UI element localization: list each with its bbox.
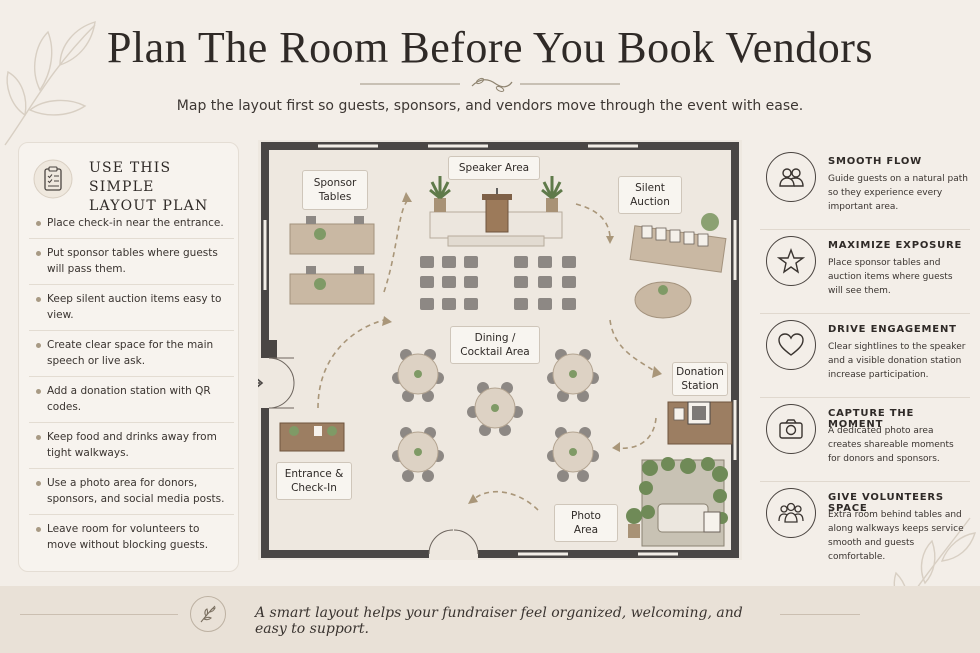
benefit-item: Give Volunteers Space Extra room behind …: [760, 482, 970, 572]
list-item: Keep food and drinks away from tight wal…: [29, 423, 234, 469]
bullet-icon: [36, 343, 41, 348]
list-item: Place check-in near the entrance.: [29, 209, 234, 239]
guest-flow-arrows: [317, 199, 657, 511]
label-entrance-check-in: Entrance & Check-In: [276, 462, 352, 500]
floor-plan-drawing: [258, 142, 739, 558]
layout-plan-title-line: Use This Simple: [89, 160, 172, 195]
label-dining-area: Dining / Cocktail Area: [450, 326, 540, 364]
label-sponsor-tables: Sponsor Tables: [302, 170, 368, 210]
sponsor-tables: [289, 216, 375, 305]
title-divider-ornament: [360, 77, 620, 92]
list-item: Create clear space for the main speech o…: [29, 331, 234, 377]
people-icon: [766, 152, 816, 202]
label-silent-auction: Silent Auction: [618, 176, 682, 214]
list-item-text: Keep silent auction items easy to view.: [47, 293, 222, 321]
benefit-text: Guide guests on a natural path so they e…: [828, 174, 968, 212]
leaf-icon: [190, 596, 226, 632]
benefit-item: Maximize Exposure Place sponsor tables a…: [760, 230, 970, 314]
list-item: Keep silent auction items easy to view.: [29, 285, 234, 331]
star-icon: [766, 236, 816, 286]
footer-divider: [780, 614, 860, 615]
heart-icon: [766, 320, 816, 370]
volunteers-icon: [766, 488, 816, 538]
benefit-title: Smooth Flow: [828, 156, 923, 167]
list-item: Leave room for volunteers to move withou…: [29, 515, 234, 560]
list-item-text: Create clear space for the main speech o…: [47, 339, 214, 367]
layout-plan-title-line: Layout Plan: [89, 198, 209, 214]
bullet-icon: [36, 389, 41, 394]
benefit-title: Give Volunteers Space: [828, 492, 944, 514]
footer-divider: [20, 614, 178, 615]
list-item: Add a donation station with QR codes.: [29, 377, 234, 423]
list-item-text: Use a photo area for donors, sponsors, a…: [47, 477, 225, 505]
list-item-text: Leave room for volunteers to move withou…: [47, 523, 209, 551]
layout-plan-title: Use This Simple Layout Plan: [89, 159, 229, 216]
label-donation-station: Donation Station: [672, 362, 728, 396]
list-item-text: Put sponsor tables where guests will pas…: [47, 247, 218, 275]
benefit-item: Drive Engagement Clear sightlines to the…: [760, 314, 970, 398]
auction-tables: [629, 213, 727, 319]
clipboard-checklist-icon: [33, 159, 73, 199]
benefit-text: Extra room behind tables and along walkw…: [828, 510, 964, 562]
list-item-text: Keep food and drinks away from tight wal…: [47, 431, 217, 459]
layout-plan-list: Place check-in near the entrance. Put sp…: [29, 209, 234, 560]
benefit-text: A dedicated photo area creates shareable…: [828, 426, 954, 464]
list-item-text: Add a donation station with QR codes.: [47, 385, 211, 413]
bullet-icon: [36, 297, 41, 302]
layout-plan-panel: Use This Simple Layout Plan Place check-…: [18, 142, 239, 572]
photo-backdrop: [626, 457, 728, 547]
check-in-table: [279, 422, 345, 452]
benefit-title: Maximize Exposure: [828, 240, 963, 251]
benefit-item: Smooth Flow Guide guests on a natural pa…: [760, 146, 970, 230]
list-item-text: Place check-in near the entrance.: [47, 217, 224, 229]
donation-station: [667, 401, 733, 445]
page-subtitle: Map the layout first so guests, sponsors…: [176, 98, 804, 114]
benefit-title: Drive Engagement: [828, 324, 957, 335]
bullet-icon: [36, 251, 41, 256]
camera-icon: [766, 404, 816, 454]
benefit-text: Clear sightlines to the speaker and a vi…: [828, 342, 966, 380]
footer-tagline: A smart layout helps your fundraiser fee…: [255, 605, 743, 637]
label-speaker-area: Speaker Area: [448, 156, 540, 180]
benefit-item: Capture The Moment A dedicated photo are…: [760, 398, 970, 482]
list-item: Use a photo area for donors, sponsors, a…: [29, 469, 234, 515]
bullet-icon: [36, 435, 41, 440]
botanical-leaf-decoration: [4, 21, 96, 146]
label-photo-area: Photo Area: [554, 504, 618, 542]
bullet-icon: [36, 221, 41, 226]
benefits-panel: Smooth Flow Guide guests on a natural pa…: [760, 146, 970, 572]
audience-chairs: [420, 256, 576, 310]
floor-plan: Sponsor Tables Speaker Area Silent Aucti…: [258, 140, 742, 560]
list-item: Put sponsor tables where guests will pas…: [29, 239, 234, 285]
dining-tables: [392, 349, 599, 482]
benefit-title: Capture The Moment: [828, 408, 915, 430]
bullet-icon: [36, 527, 41, 532]
speaker-stage: [429, 176, 563, 247]
benefit-text: Place sponsor tables and auction items w…: [828, 258, 953, 296]
bullet-icon: [36, 481, 41, 486]
footer-banner: A smart layout helps your fundraiser fee…: [0, 586, 980, 653]
page-title: Plan The Room Before You Book Vendors: [106, 23, 874, 72]
